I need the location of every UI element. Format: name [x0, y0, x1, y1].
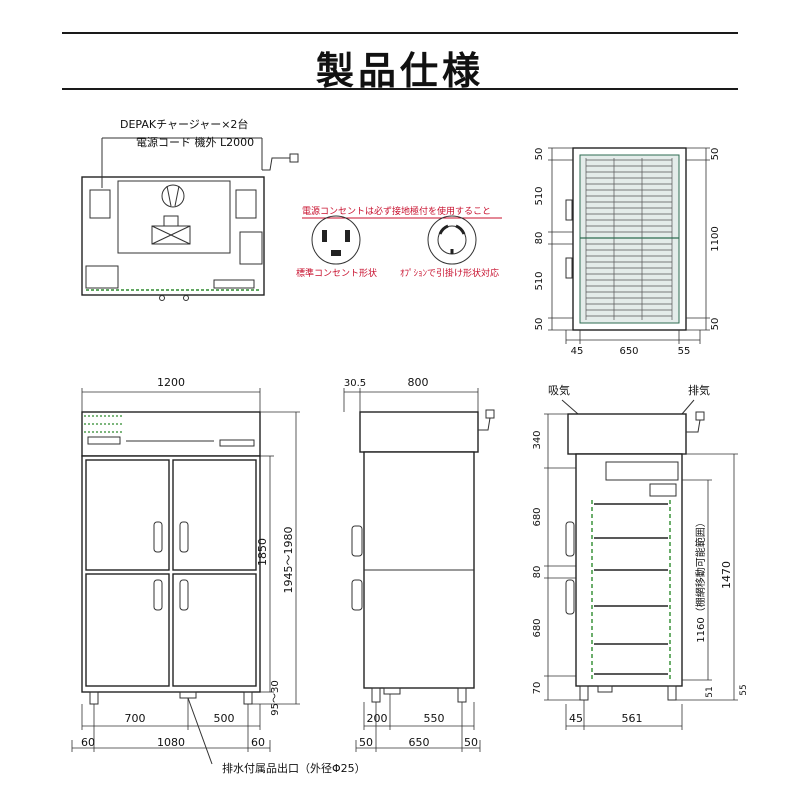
outlet-warning: 電源コンセントは必ず接地極付を使用すること: [302, 205, 491, 217]
top-plan-view: DEPAKチャージャー×2台 電源コード 機外 L2000: [81, 117, 299, 301]
side-bottom-left: 50: [359, 736, 373, 749]
door-upper-right: [172, 459, 257, 571]
fan-icon: [161, 184, 185, 208]
plan-drain-box: [85, 265, 119, 289]
plan-vent-left: [89, 189, 111, 219]
front-margin-right: 60: [251, 736, 265, 749]
drain-outlet: [179, 691, 197, 699]
front-top-panel: [81, 411, 261, 457]
standard-outlet-label: 標準コンセント形状: [296, 267, 377, 279]
power-cord: [262, 157, 290, 171]
side-power-cord: [478, 417, 491, 431]
top-dim-right-1: 50: [710, 148, 721, 161]
top-dim-left-3: 80: [534, 232, 545, 245]
drain-note: 排水付属品出口（外径Φ25）: [222, 761, 366, 775]
option-outlet-icon: [427, 215, 477, 265]
section-dim-left-3: 80: [532, 566, 543, 579]
title-rule-bottom: [62, 88, 738, 90]
front-leg-height: 95～30: [270, 680, 281, 715]
top-dim-bottom-2: 650: [619, 346, 638, 357]
charger-label: DEPAKチャージャー×2台: [120, 117, 248, 131]
section-bottom-mid: 561: [622, 712, 643, 725]
section-top-unit: [567, 413, 687, 455]
door-upper-left: [85, 459, 170, 571]
door-lower-right: [172, 573, 257, 687]
exhaust-label: 排気: [688, 383, 710, 397]
top-dim-left-1: 50: [534, 148, 545, 161]
shelf-range: 1160（棚網移動可能範囲）: [694, 517, 707, 642]
top-interior-view: 50 510 80 510 50 50 1100 50 45 650 55: [534, 147, 721, 357]
plan-unit-box: [117, 180, 231, 254]
option-outlet-label: ｵﾌﾟｼｮﾝで引掛け形状対応: [400, 267, 499, 279]
side-depth: 800: [408, 376, 429, 389]
top-dim-left-5: 50: [534, 318, 545, 331]
top-dim-bottom-3: 55: [678, 346, 691, 357]
section-dim-left-5: 70: [532, 682, 543, 695]
shelves: [594, 503, 668, 675]
front-door-right: 500: [214, 712, 235, 725]
top-dim-left-2: 510: [534, 186, 545, 205]
handle-lower-right: [179, 579, 189, 611]
handle-upper-right: [179, 521, 189, 553]
section-dim-left-2: 680: [532, 507, 543, 526]
door-lower-left: [85, 573, 170, 687]
side-leg-front: 200: [367, 712, 388, 725]
top-dim-right-3: 50: [710, 318, 721, 331]
side-leg-span: 550: [424, 712, 445, 725]
section-dim-right-1: 51: [705, 686, 715, 697]
front-door-left: 700: [125, 712, 146, 725]
handle-upper-left: [153, 521, 163, 553]
display-panel: [219, 439, 255, 447]
plug-icon: [289, 153, 299, 163]
section-dim-left-1: 340: [532, 430, 543, 449]
section-view: 吸気 排気: [532, 383, 749, 730]
front-width-label: 1200: [157, 376, 185, 389]
side-view: 30.5 800 200 550: [343, 376, 495, 752]
front-margin-left: 60: [81, 736, 95, 749]
front-view: 1200: [71, 376, 366, 775]
section-dim-left-4: 680: [532, 618, 543, 637]
handle-lower-left: [153, 579, 163, 611]
cord-label: 電源コード 機外 L2000: [136, 135, 254, 149]
side-bottom-mid: 650: [409, 736, 430, 749]
front-body-height: 1850: [256, 538, 269, 566]
top-dim-right-2: 1100: [710, 226, 721, 251]
outlet-section: 電源コンセントは必ず接地極付を使用すること 標準コンセント形状 ｵﾌﾟｼｮﾝで引…: [296, 205, 502, 279]
side-top-unit: [359, 411, 479, 453]
intake-label: 吸気: [548, 383, 570, 397]
plan-vent-right: [235, 189, 257, 219]
page-title: 製品仕様: [315, 49, 484, 93]
top-dim-bottom-1: 45: [571, 346, 584, 357]
title-rule-top: [62, 32, 738, 34]
section-inner-height: 1470: [720, 561, 733, 589]
shelf-grid: [585, 158, 673, 320]
control-panel: [87, 436, 121, 445]
top-dim-left-4: 510: [534, 271, 545, 290]
front-total-height: 1945～1980: [282, 527, 295, 594]
side-offset: 30.5: [344, 378, 366, 389]
section-dim-right-2: 55: [739, 684, 749, 695]
standard-outlet-icon: [311, 215, 361, 265]
plan-box-right: [239, 231, 263, 265]
front-inner-width: 1080: [157, 736, 185, 749]
side-bottom-right: 50: [464, 736, 478, 749]
section-bottom-left: 45: [569, 712, 583, 725]
